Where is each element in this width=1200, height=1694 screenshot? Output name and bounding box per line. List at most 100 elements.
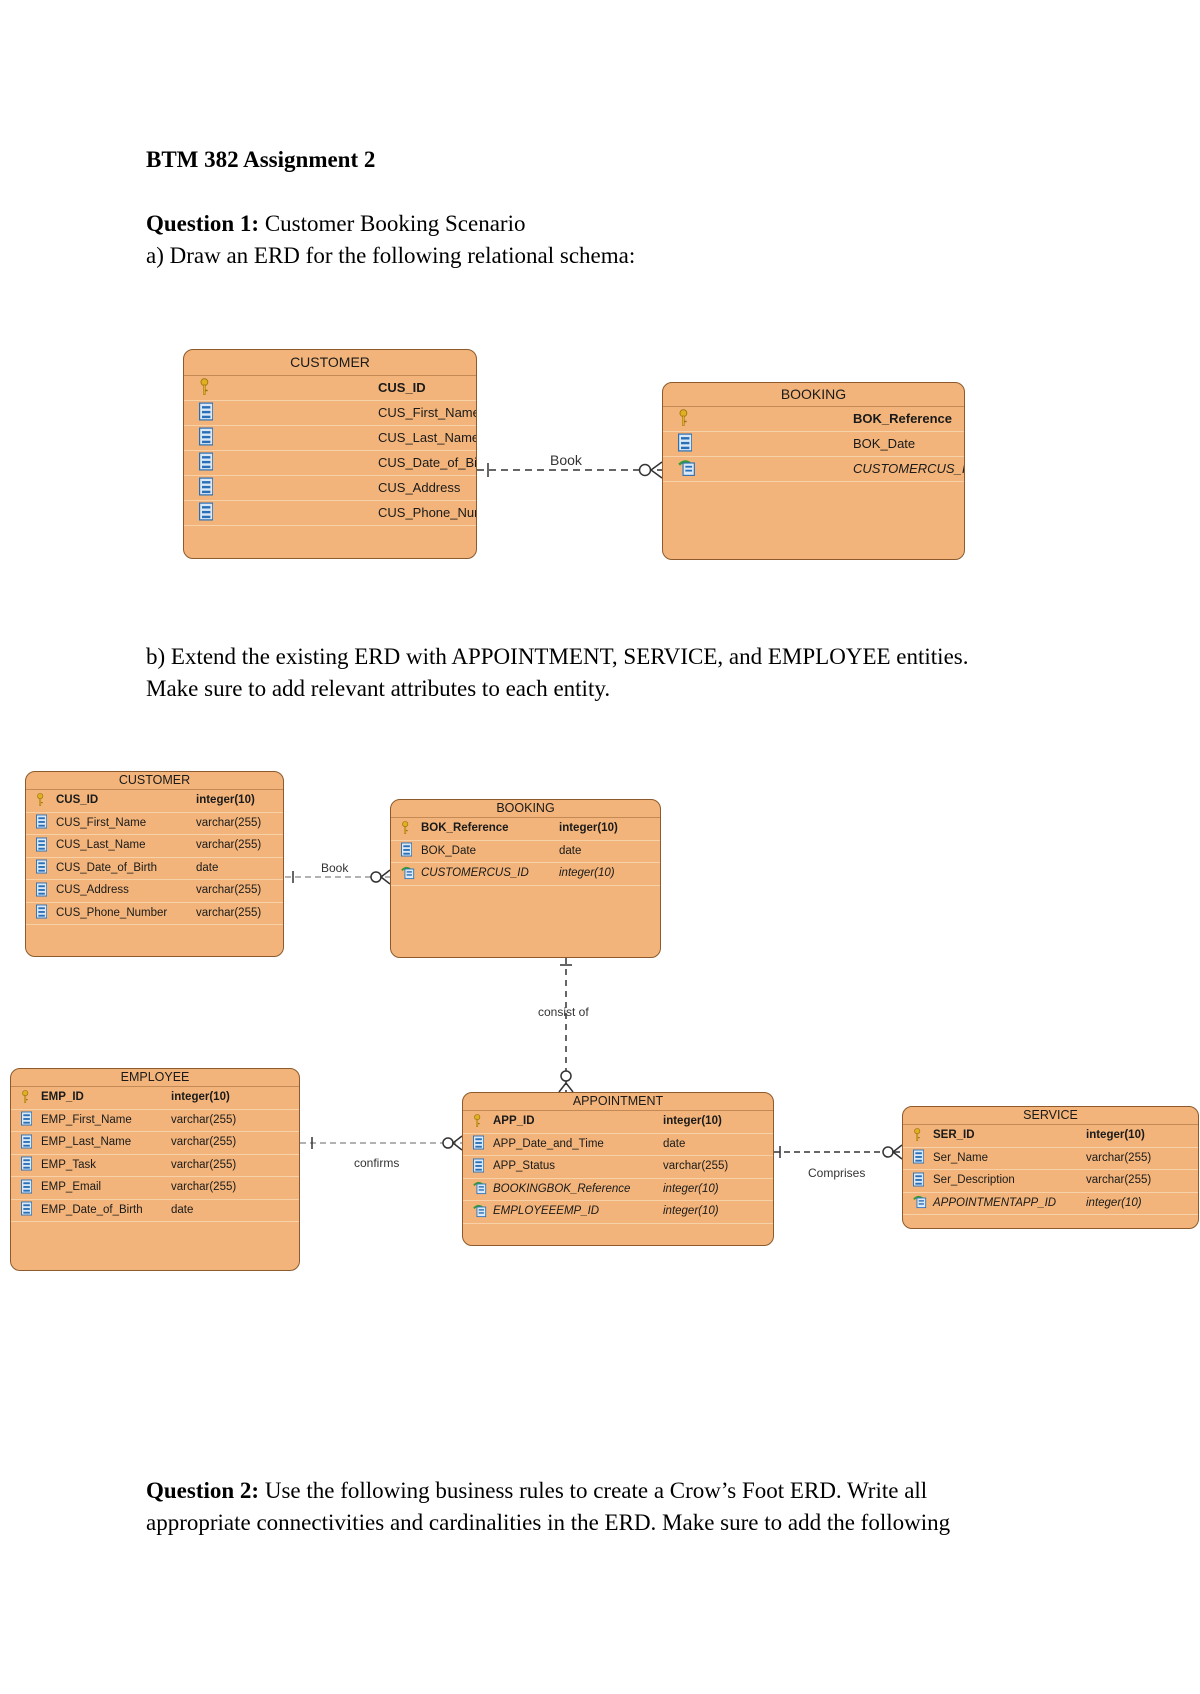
primary-key-icon (913, 1127, 921, 1144)
question-1a-text: a) Draw an ERD for the following relatio… (146, 243, 636, 268)
primary-key-icon (678, 409, 689, 430)
entity-title: CUSTOMER (26, 772, 283, 790)
connector-a-book-crow-mark (649, 461, 663, 479)
entity-title: APPOINTMENT (463, 1093, 773, 1111)
attribute-name: EMP_First_Name (41, 1113, 132, 1126)
connector-b-confirms-crow-mark (451, 1135, 463, 1151)
column-icon (473, 1135, 485, 1153)
attribute-name: BOOKINGBOK_Reference (493, 1182, 631, 1195)
column-icon (199, 452, 214, 474)
entity-a-customer: CUSTOMERCUS_IDinteger(10)CUS_First_Namev… (183, 349, 477, 559)
connector-b-comprises-crow-mark (891, 1144, 903, 1160)
attribute-name: CUS_Last_Name (378, 430, 477, 445)
foreign-key-icon (913, 1195, 927, 1212)
rel-label-b-comprises: Comprises (808, 1166, 866, 1180)
column-icon (913, 1149, 925, 1167)
attribute-type: date (171, 1203, 194, 1216)
primary-key-icon (199, 378, 210, 399)
attribute-type: varchar(255) (663, 1160, 729, 1172)
column-icon (199, 427, 214, 449)
question-2-label: Question 2: (146, 1478, 260, 1503)
entity-title: BOOKING (663, 383, 964, 407)
question-1-label: Question 1: (146, 211, 260, 236)
attribute-name: CUS_Phone_Number (56, 906, 168, 919)
attribute-name: SER_ID (933, 1129, 975, 1141)
column-icon (36, 837, 48, 854)
connector-b-book-zero-mark (370, 871, 382, 883)
foreign-key-icon (678, 459, 696, 480)
attribute-type: date (559, 844, 582, 857)
column-icon (36, 859, 48, 877)
entity-a-booking: BOOKINGBOK_Referenceinteger(10)BOK_Dated… (662, 382, 965, 560)
column-icon (199, 477, 214, 499)
column-icon (401, 842, 413, 860)
rel-label-b-consist-of: consist of (538, 1005, 589, 1019)
attribute-type: varchar(255) (171, 1136, 237, 1148)
attribute-name: EMP_Email (41, 1181, 102, 1193)
attribute-name: CUS_Address (56, 884, 129, 896)
attribute-row: BOK_Date date (391, 841, 660, 863)
attribute-name: BOK_Reference (853, 411, 952, 426)
foreign-key-row: EMPLOYEEEMP_ID integer(10) (463, 1201, 773, 1224)
primary-key-row: CUS_ID integer(10) (26, 790, 283, 813)
primary-key-icon (401, 820, 409, 837)
attribute-name: Ser_Description (933, 1174, 1015, 1186)
column-icon (199, 502, 214, 524)
attribute-name: EMPLOYEEEMP_ID (493, 1205, 600, 1217)
attribute-type: date (196, 861, 219, 874)
entity-title: EMPLOYEE (11, 1069, 299, 1087)
attribute-row: CUS_Address varchar(255) (26, 880, 283, 903)
attribute-name: Ser_Name (933, 1151, 988, 1164)
connector-b-confirms-zero-mark (442, 1137, 454, 1149)
question-1-heading: Question 1: Customer Booking Scenario (146, 208, 525, 240)
attribute-type: varchar(255) (196, 884, 262, 896)
primary-key-icon (21, 1089, 29, 1106)
column-icon (36, 882, 48, 899)
column-icon (21, 1134, 33, 1151)
attribute-type: integer(10) (196, 794, 255, 806)
attribute-type: varchar(255) (171, 1158, 237, 1171)
column-icon (473, 1158, 485, 1175)
attribute-name: BOK_Date (853, 436, 916, 451)
rel-label-b-book: Book (321, 861, 349, 875)
column-icon (36, 904, 48, 922)
foreign-key-icon (473, 1181, 487, 1198)
question-1b-line-1: b) Extend the existing ERD with APPOINTM… (146, 644, 969, 669)
attribute-type: varchar(255) (1086, 1174, 1152, 1186)
column-icon (21, 1156, 33, 1174)
attribute-name: CUS_Phone_Number (378, 505, 476, 520)
connector-b-consist-crow-mark (558, 1081, 574, 1093)
question-2-line-2: appropriate connectivities and cardinali… (146, 1510, 951, 1535)
attribute-name: CUS_Last_Name (56, 839, 146, 851)
attribute-name: CUS_ID (56, 794, 99, 806)
attribute-type: integer(10) (171, 1091, 230, 1103)
attribute-name: BOK_Date (421, 844, 476, 857)
attribute-type: integer(10) (663, 1205, 719, 1217)
attribute-name: BOK_Reference (421, 822, 509, 834)
attribute-name: EMP_Last_Name (41, 1136, 132, 1148)
entity-title: CUSTOMER (184, 350, 476, 376)
